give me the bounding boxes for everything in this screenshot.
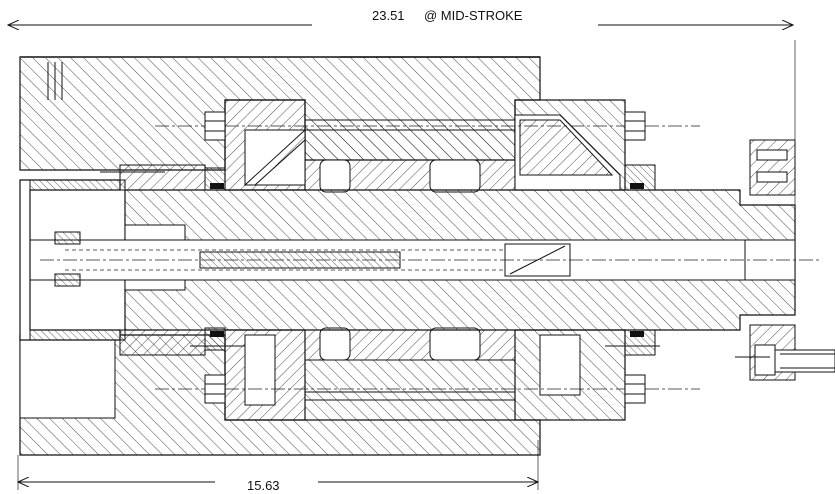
dimension-overall: 23.51 @ MID-STROKE (8, 8, 796, 210)
piston (304, 119, 516, 421)
dimension-value-overall: 23.51 (372, 8, 405, 23)
housing-bottom (19, 334, 541, 456)
dimension-value-short: 15.63 (247, 478, 280, 493)
flange-right (749, 139, 835, 381)
piston-rod (24, 189, 820, 331)
gland-left-top (204, 99, 306, 191)
gland-right-bottom (514, 329, 656, 421)
gland-left-bottom (204, 327, 306, 421)
gland-right-top (514, 99, 656, 191)
seals (210, 183, 644, 337)
end-cap-left (19, 164, 206, 356)
dimension-note-overall: @ MID-STROKE (424, 8, 523, 23)
fasteners (100, 111, 770, 404)
